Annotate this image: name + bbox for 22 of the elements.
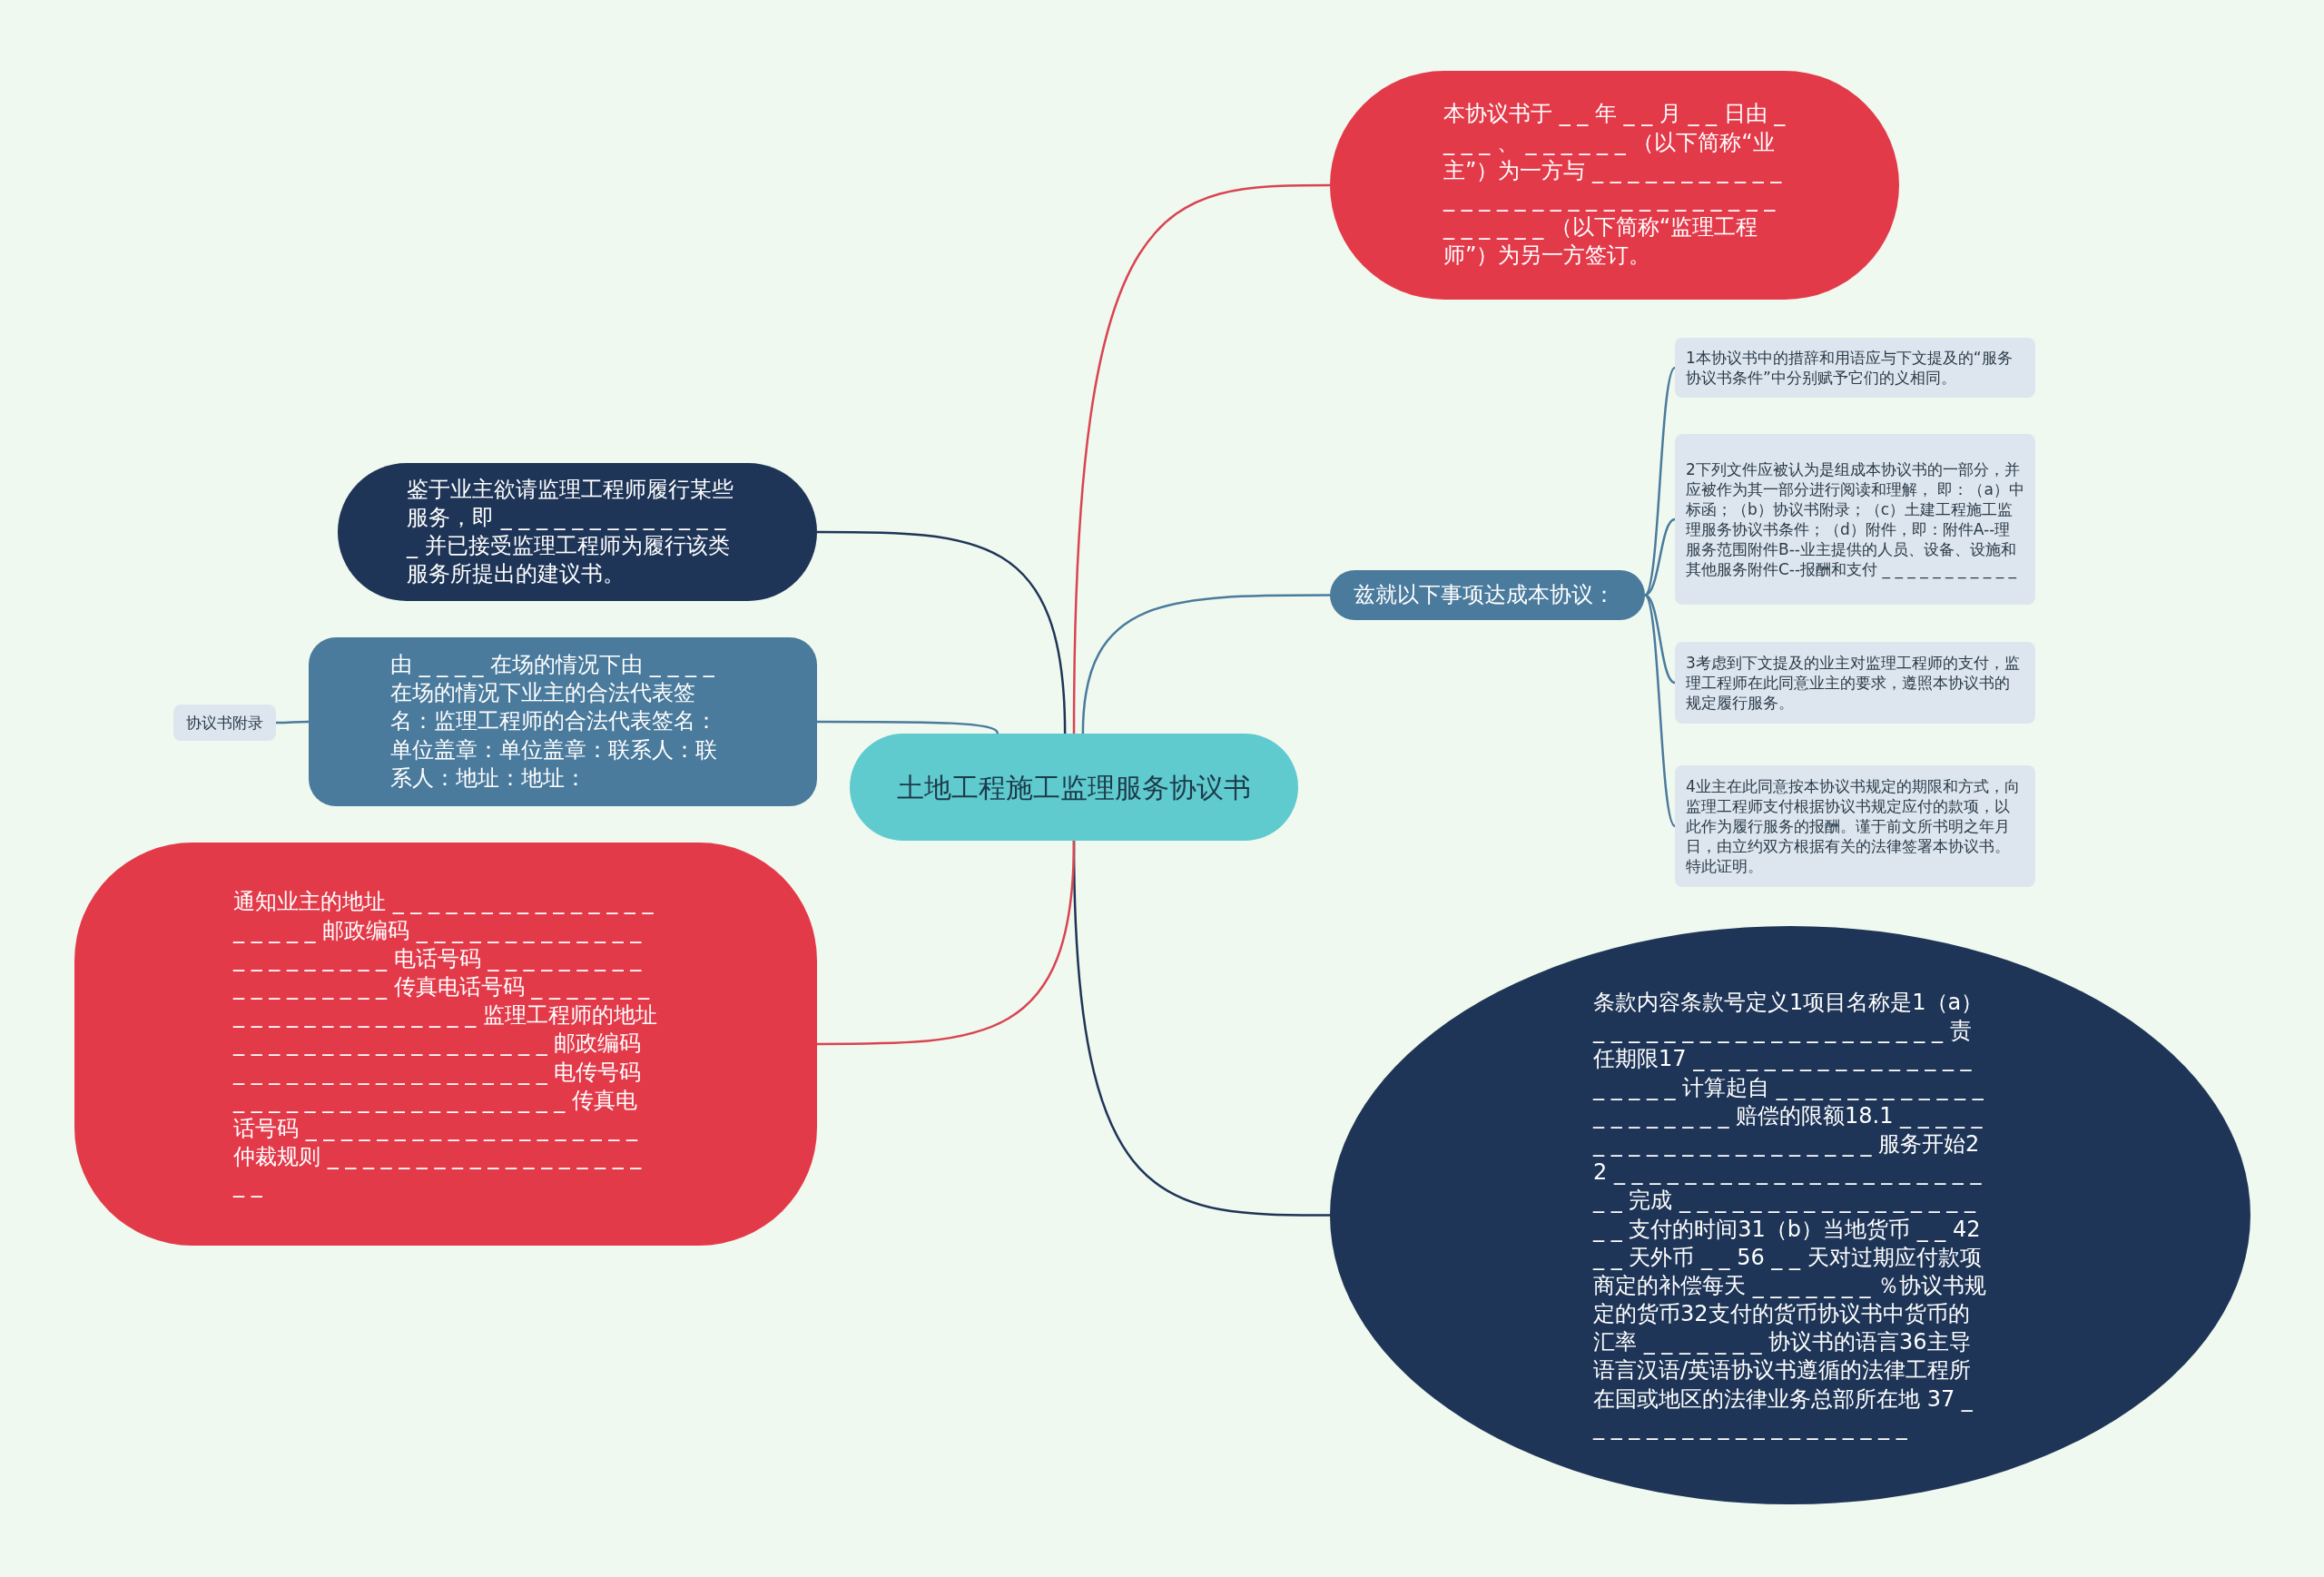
topic-bubble: 由 _ _ _ _ 在场的情况下由 _ _ _ _ 在场的情况下业主的合法代表签名：监理工程师的合法代表签名：单位盖章：单位盖章：联系人：联系人：地址：地址： <box>309 637 817 806</box>
connector-line <box>817 530 1067 734</box>
topic-bubble: 鉴于业主欲请监理工程师履行某些服务，即 _ _ _ _ _ _ _ _ _ _ _ _ _ _ 并已接受监理工程师为履行该类服务所提出的建议书。 <box>338 463 817 601</box>
connector-line <box>1644 517 1676 596</box>
connector-line <box>1644 367 1676 596</box>
note-box: 3考虑到下文提及的业主对监理工程师的支付，监理工程师在此同意业主的要求，遵照本协议书的规定履行服务。 <box>1675 642 2035 724</box>
connector-line <box>817 720 1000 734</box>
label-box: 协议书附录 <box>173 705 276 741</box>
connector-line <box>1072 183 1330 734</box>
connector-line <box>1644 594 1676 827</box>
topic-bubble: 兹就以下事项达成本协议： <box>1330 570 1645 620</box>
central-topic: 土地工程施工监理服务协议书 <box>850 734 1298 841</box>
note-box: 2下列文件应被认为是组成本协议书的一部分，并应被作为其一部分进行阅读和理解， 即：（a）中标函；（b）协议书附录；（c）土建工程施工监理服务协议书条件；（d）附件，即：附件A--理服务范围附件B--业主提供的人员、设备、设施和其他服务附件C--报酬和支付 _ _ _ _ _ _ _ _ _ _ _ <box>1675 434 2035 605</box>
connector-line <box>817 840 1076 1046</box>
connector-line <box>276 720 309 724</box>
note-box: 1本协议书中的措辞和用语应与下文提及的“服务协议书条件”中分别赋予它们的义相同。 <box>1675 338 2035 398</box>
connector-line <box>1644 594 1676 685</box>
connector-line <box>1081 594 1330 734</box>
topic-ellipse: 条款内容条款号定义1项目名称是1（a） _ _ _ _ _ _ _ _ _ _ _ _ _ _ _ _ _ _ _ _ 责任期限17 _ _ _ _ _ _ _ _ _ _ _ _ _ _ _ _ _ _ _ _ _ 计算起自 _ _ _ _ _ _ _ _ _ _ _ _ _ _ _ _ _ _ _ _ 赔偿的限额18.1 _ _ _ _ _ _ _ _ _ _ _ _ _ _ _ _ _ _ _ _ _ 服务开始22 _ _ _ _ _ _ _ _ _ _ _ _ _ _ _ _ _ _ _ _ _ _ _ 完成 _ _ _ _ _ _ _ _ _ _ _ _ _ _ _ _ _ _ _ 支付的时间31（b）当地货币 _ _ 42 _ _ 天外币 _ _ 56 _ _ 天对过期应付款项商定的补偿每天 _ _ _ _ _ _ _ ％协议书规定的货币32支付的货币协议书中货币的汇率 _ _ _ _ _ _ _ 协议书的语言36主导语言汉语/英语协议书遵循的法律工程所在国或地区的法律业务总部所在地 37 _ _ _ _ _ _ _ _ _ _ _ _ _ _ _ _ _ _ _ <box>1330 926 2250 1504</box>
topic-bubble: 通知业主的地址 _ _ _ _ _ _ _ _ _ _ _ _ _ _ _ _ _ _ _ _ 邮政编码 _ _ _ _ _ _ _ _ _ _ _ _ _ _ _ _ _ _ _ _ _ _ 电话号码 _ _ _ _ _ _ _ _ _ _ _ _ _ _ _ _ _ _ 传真电话号码 _ _ _ _ _ _ _ _ _ _ _ _ _ _ _ _ _ _ _ _ _ 监理工程师的地址 _ _ _ _ _ _ _ _ _ _ _ _ _ _ _ _ _ _ 邮政编码 _ _ _ _ _ _ _ _ _ _ _ _ _ _ _ _ _ _ 电传号码 _ _ _ _ _ _ _ _ _ _ _ _ _ _ _ _ _ _ _ 传真电话号码 _ _ _ _ _ _ _ _ _ _ _ _ _ _ _ _ _ _ _ 仲裁规则 _ _ _ _ _ _ _ _ _ _ _ _ _ _ _ _ _ _ _ _ <box>74 843 817 1246</box>
note-box: 4业主在此同意按本协议书规定的期限和方式，向监理工程师支付根据协议书规定应付的款项，以此作为履行服务的报酬。谨于前文所书明之年月日，由立约双方根据有关的法律签署本协议书。特此证明。 <box>1675 765 2035 887</box>
topic-bubble: 本协议书于 _ _ 年 _ _ 月 _ _ 日由 _ _ _ _ 、 _ _ _ _ _ _ （以下简称“业主”）为一方与 _ _ _ _ _ _ _ _ _ _ _ _ _ _ _ _ _ _ _ _ _ _ _ _ _ _ _ _ _ _ _ _ _ _ _ _ （以下简称“监理工程师”）为另一方签订。 <box>1330 71 1899 300</box>
